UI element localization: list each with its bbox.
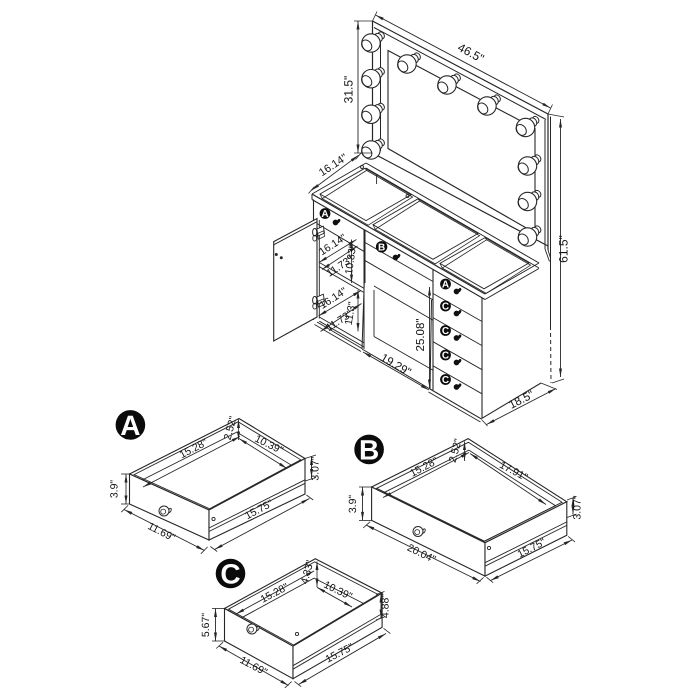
svg-text:A: A: [321, 209, 328, 220]
svg-text:A: A: [120, 410, 140, 441]
svg-text:3.07": 3.07": [310, 456, 322, 480]
svg-text:61.5": 61.5": [557, 235, 571, 263]
svg-text:31.5": 31.5": [342, 76, 356, 104]
svg-text:C: C: [442, 351, 449, 362]
svg-text:A: A: [442, 280, 449, 291]
svg-text:C: C: [220, 559, 240, 590]
svg-text:3.07": 3.07": [572, 495, 584, 519]
svg-text:C: C: [442, 326, 449, 337]
svg-text:10.83": 10.83": [343, 244, 359, 276]
svg-text:B: B: [359, 435, 379, 466]
svg-text:B: B: [378, 242, 385, 253]
svg-text:3.9": 3.9": [347, 495, 359, 514]
svg-text:C: C: [442, 302, 449, 313]
svg-text:25.08": 25.08": [415, 319, 427, 352]
svg-text:4.88": 4.88": [380, 594, 392, 618]
svg-text:18.5": 18.5": [507, 389, 536, 412]
svg-text:5.67": 5.67": [200, 613, 212, 637]
svg-text:C: C: [442, 375, 449, 386]
svg-text:46.5": 46.5": [455, 40, 486, 65]
svg-text:11.3": 11.3": [343, 301, 359, 326]
svg-text:3.9": 3.9": [109, 480, 121, 499]
